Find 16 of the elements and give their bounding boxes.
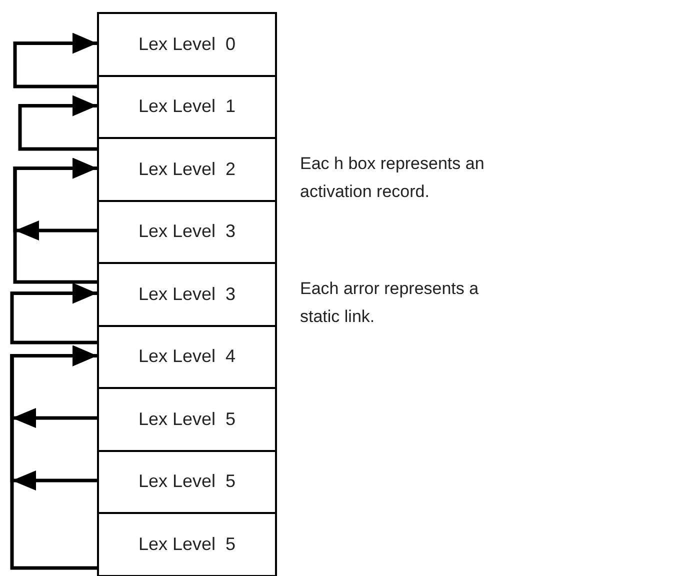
static-link-arrow: [13, 158, 97, 284]
static-link-arrow: [10, 345, 97, 570]
activation-record-box: Lex Level 5: [97, 387, 277, 452]
static-link-arrow: [10, 282, 97, 344]
activation-record-box: Lex Level 3: [97, 262, 277, 326]
activation-record-box: Lex Level 1: [97, 74, 277, 139]
activation-record-box: Lex Level 3: [97, 200, 277, 264]
activation-record-box: Lex Level 5: [97, 512, 277, 576]
activation-record-box: Lex Level 0: [97, 12, 277, 76]
static-link-arrow: [18, 95, 97, 151]
note-text: Each arror represents a static link.: [300, 278, 480, 328]
static-link-arrow: [13, 32, 97, 88]
activation-record-box: Lex Level 5: [97, 450, 277, 514]
activation-record-box: Lex Level 2: [97, 137, 277, 202]
activation-record-box: Lex Level 4: [97, 324, 277, 389]
note-text: Eac h box represents an activation record.: [300, 153, 486, 203]
